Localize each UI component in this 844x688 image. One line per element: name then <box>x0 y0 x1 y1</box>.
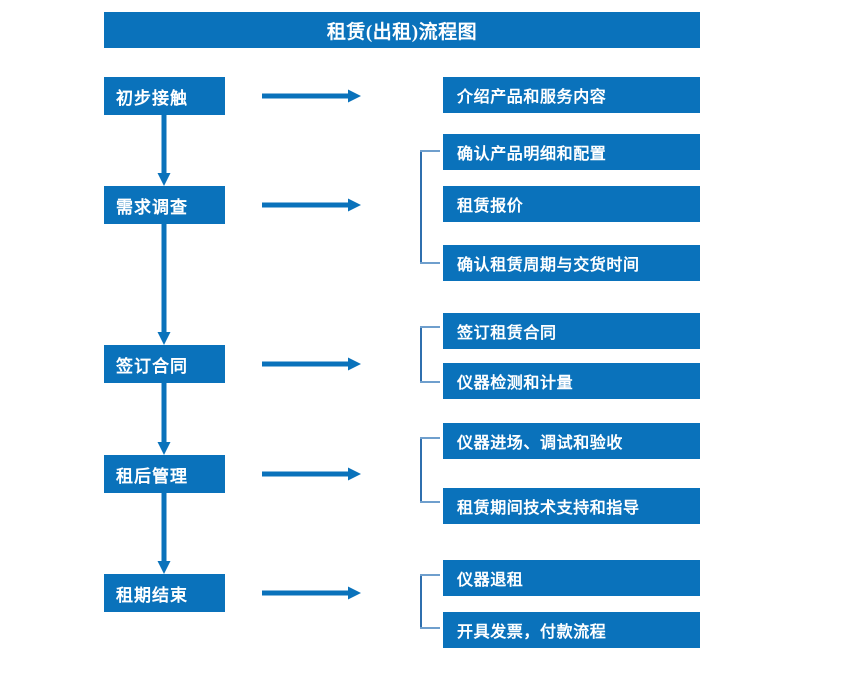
stage-box-needs-survey[interactable]: 需求调查 <box>104 186 225 224</box>
flow-arrow-right-4 <box>262 467 362 481</box>
task-box-confirm-period-delivery[interactable]: 确认租赁周期与交货时间 <box>443 245 700 281</box>
group-bracket-sign-contract <box>420 326 440 383</box>
task-box-instrument-inspection[interactable]: 仪器检测和计量 <box>443 363 700 399</box>
flow-arrow-down-2 <box>157 224 171 346</box>
task-box-technical-support[interactable]: 租赁期间技术支持和指导 <box>443 488 700 524</box>
group-bracket-lease-end <box>420 574 440 629</box>
task-box-introduce-products[interactable]: 介绍产品和服务内容 <box>443 77 700 113</box>
flow-arrow-right-5 <box>262 586 362 600</box>
task-box-instrument-return[interactable]: 仪器退租 <box>443 560 700 596</box>
group-bracket-post-rental <box>420 437 440 503</box>
flow-arrow-right-1 <box>262 89 362 103</box>
task-box-confirm-specs[interactable]: 确认产品明细和配置 <box>443 134 700 170</box>
flow-arrow-down-3 <box>157 383 171 456</box>
task-box-invoice-payment[interactable]: 开具发票，付款流程 <box>443 612 700 648</box>
stage-box-sign-contract[interactable]: 签订合同 <box>104 345 225 383</box>
diagram-title: 租赁(出租)流程图 <box>104 12 700 48</box>
task-box-rental-quote[interactable]: 租赁报价 <box>443 186 700 222</box>
stage-box-lease-end[interactable]: 租期结束 <box>104 574 225 612</box>
flow-arrow-right-2 <box>262 198 362 212</box>
flow-arrow-right-3 <box>262 357 362 371</box>
flow-arrow-down-4 <box>157 493 171 575</box>
stage-box-post-rental-management[interactable]: 租后管理 <box>104 455 225 493</box>
task-box-sign-lease-agreement[interactable]: 签订租赁合同 <box>443 313 700 349</box>
group-bracket-needs-survey <box>420 150 440 264</box>
stage-box-initial-contact[interactable]: 初步接触 <box>104 77 225 115</box>
task-box-instrument-installation[interactable]: 仪器进场、调试和验收 <box>443 423 700 459</box>
flow-arrow-down-1 <box>157 115 171 187</box>
